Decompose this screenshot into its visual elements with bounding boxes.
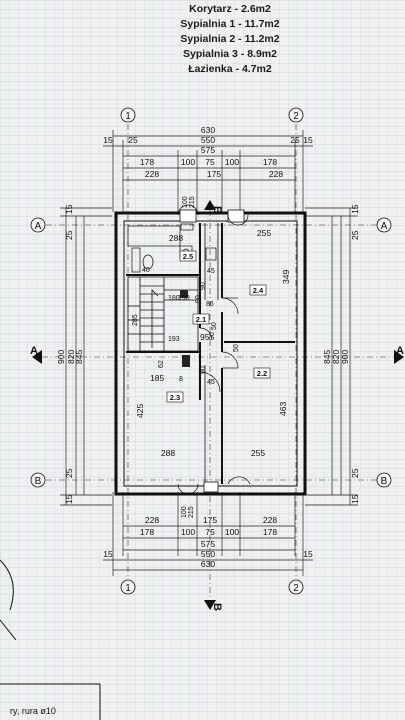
dim-top-row1-2: 100 <box>181 157 195 167</box>
dim-room-bathroom-45: 45 <box>207 268 215 275</box>
dim-bottom-outer: 575 <box>201 539 215 549</box>
dim-room-2-3-height: 425 <box>135 404 145 418</box>
dim-misc-62: 62 <box>158 360 165 368</box>
dim-window-bottom-1: 100 <box>181 506 188 518</box>
dim-top-inner: 550 <box>201 135 215 145</box>
dim-left-bot-edge: 15 <box>64 494 74 504</box>
dim-misc-50a: 50 <box>211 322 218 330</box>
dim-misc-90a: 90 <box>200 282 207 290</box>
dim-left-820: 820 <box>66 350 76 364</box>
dim-room-2-2-height: 463 <box>278 402 288 416</box>
section-label-top: B <box>211 206 223 214</box>
axis-label-rowB-right: B <box>381 476 388 487</box>
dim-room-2-3-width: 288 <box>161 448 175 458</box>
dim-left-845: 845 <box>74 350 84 364</box>
dim-top-edge-left: 15 <box>103 135 113 145</box>
legend-line-bathroom: Łazienka - 4.7m2 <box>188 63 272 75</box>
dim-window-top-1: 100 <box>182 196 189 208</box>
dim-misc-45: 45 <box>207 379 215 386</box>
axis-label-rowA-left: A <box>35 221 42 232</box>
room-tag-corridor: 2.1 <box>196 315 206 324</box>
dim-top-edge-right: 15 <box>303 135 313 145</box>
axis-label-col1-top: 1 <box>125 111 131 122</box>
dim-top-outer: 575 <box>201 145 215 155</box>
dim-bottom-row1-3: 228 <box>263 515 277 525</box>
dim-bottom-row2-2: 100 <box>181 527 195 537</box>
dim-window-top-2: 215 <box>189 196 196 208</box>
dim-top-overall: 630 <box>201 125 215 135</box>
dim-bottom-row2-3: 75 <box>205 527 215 537</box>
dim-bottom-row1-1: 228 <box>145 515 159 525</box>
room-tag-2-3: 2.3 <box>170 393 180 402</box>
dim-bottom-inner: 550 <box>201 549 215 559</box>
dim-misc-285: 285 <box>132 314 139 326</box>
legend-line-bedroom-1: Sypialnia 1 - 11.7m2 <box>180 18 280 30</box>
dim-left-top-wall: 25 <box>64 230 74 240</box>
dim-bottom-edge-left: 15 <box>103 549 113 559</box>
dim-top-row2-1: 228 <box>145 169 159 179</box>
dim-right-900: 900 <box>340 350 350 364</box>
dim-bottom-row1-2: 175 <box>203 515 217 525</box>
axis-label-rowA-right: A <box>381 221 388 232</box>
dim-misc-90d: 90 <box>209 332 216 340</box>
dim-top-row1-4: 100 <box>225 157 239 167</box>
dim-misc-180: 180 <box>168 295 180 302</box>
dim-bottom-row2-5: 178 <box>263 527 277 537</box>
dim-top-row1-5: 178 <box>263 157 277 167</box>
dim-misc-190: 190 <box>178 295 190 302</box>
dim-right-820: 820 <box>331 350 341 364</box>
dim-misc-50b: 50 <box>233 344 240 352</box>
dim-left-top-edge: 15 <box>64 204 74 214</box>
room-tag-2-4: 2.4 <box>253 286 264 295</box>
dim-corridor-193: 193 <box>168 336 180 343</box>
axis-label-col2-bottom: 2 <box>293 583 299 594</box>
legend-line-bedroom-2: Sypialnia 2 - 11.2m2 <box>180 33 280 45</box>
dim-misc-90c: 90 <box>200 366 207 374</box>
dim-room-2-3-185: 185 <box>150 373 164 383</box>
dim-top-wall-left: 25 <box>128 135 138 145</box>
dim-bottom-row2-1: 178 <box>140 527 154 537</box>
dim-bottom-overall: 630 <box>201 559 215 569</box>
dim-top-row1-3: 75 <box>205 157 215 167</box>
dim-top-row1-1: 178 <box>140 157 154 167</box>
dim-right-bot-wall: 25 <box>350 468 360 478</box>
room-area-legend: Korytarz - 2.6m2 Sypialnia 1 - 11.7m2 Sy… <box>0 2 405 77</box>
dim-misc-40: 40 <box>142 267 150 274</box>
dim-right-bot-edge: 15 <box>350 494 360 504</box>
room-tag-bathroom: 2.5 <box>183 252 193 261</box>
section-label-bottom: B <box>211 603 223 611</box>
dim-window-bottom-2: 215 <box>188 506 195 518</box>
dim-left-bot-wall: 25 <box>64 468 74 478</box>
room-tag-2-2: 2.2 <box>257 369 267 378</box>
dim-right-845: 845 <box>322 350 332 364</box>
dim-left-900: 900 <box>56 350 66 364</box>
dim-right-top-wall: 25 <box>350 230 360 240</box>
dim-misc-8: 8 <box>179 376 183 383</box>
legend-line-corridor: Korytarz - 2.6m2 <box>189 3 271 15</box>
axis-label-col2-top: 2 <box>293 111 299 122</box>
dim-bottom-edge-right: 15 <box>303 549 313 559</box>
dim-room-2-2-width: 255 <box>251 448 265 458</box>
dim-bottom-row2-4: 100 <box>225 527 239 537</box>
section-label-right: A <box>396 345 404 357</box>
dim-top-row2-2: 175 <box>207 169 221 179</box>
axis-label-col1-bottom: 1 <box>125 583 131 594</box>
dim-room-2-4-height: 349 <box>281 270 291 284</box>
legend-line-bedroom-3: Sypialnia 3 - 8.9m2 <box>183 48 277 60</box>
dim-misc-90b: 90 <box>195 295 202 303</box>
dim-room-bathroom-width: 288 <box>169 233 183 243</box>
axis-label-rowB-left: B <box>35 476 42 487</box>
dim-top-wall-right: 25 <box>290 135 300 145</box>
dim-right-top-edge: 15 <box>350 204 360 214</box>
dim-corridor-95: 95 <box>200 332 210 342</box>
dim-room-2-4-width: 255 <box>257 228 271 238</box>
dim-top-row2-3: 228 <box>269 169 283 179</box>
dim-corridor-86: 86 <box>206 301 214 308</box>
section-label-left: A <box>30 345 38 357</box>
pipe-note: ry, rura ø10 <box>10 706 56 716</box>
